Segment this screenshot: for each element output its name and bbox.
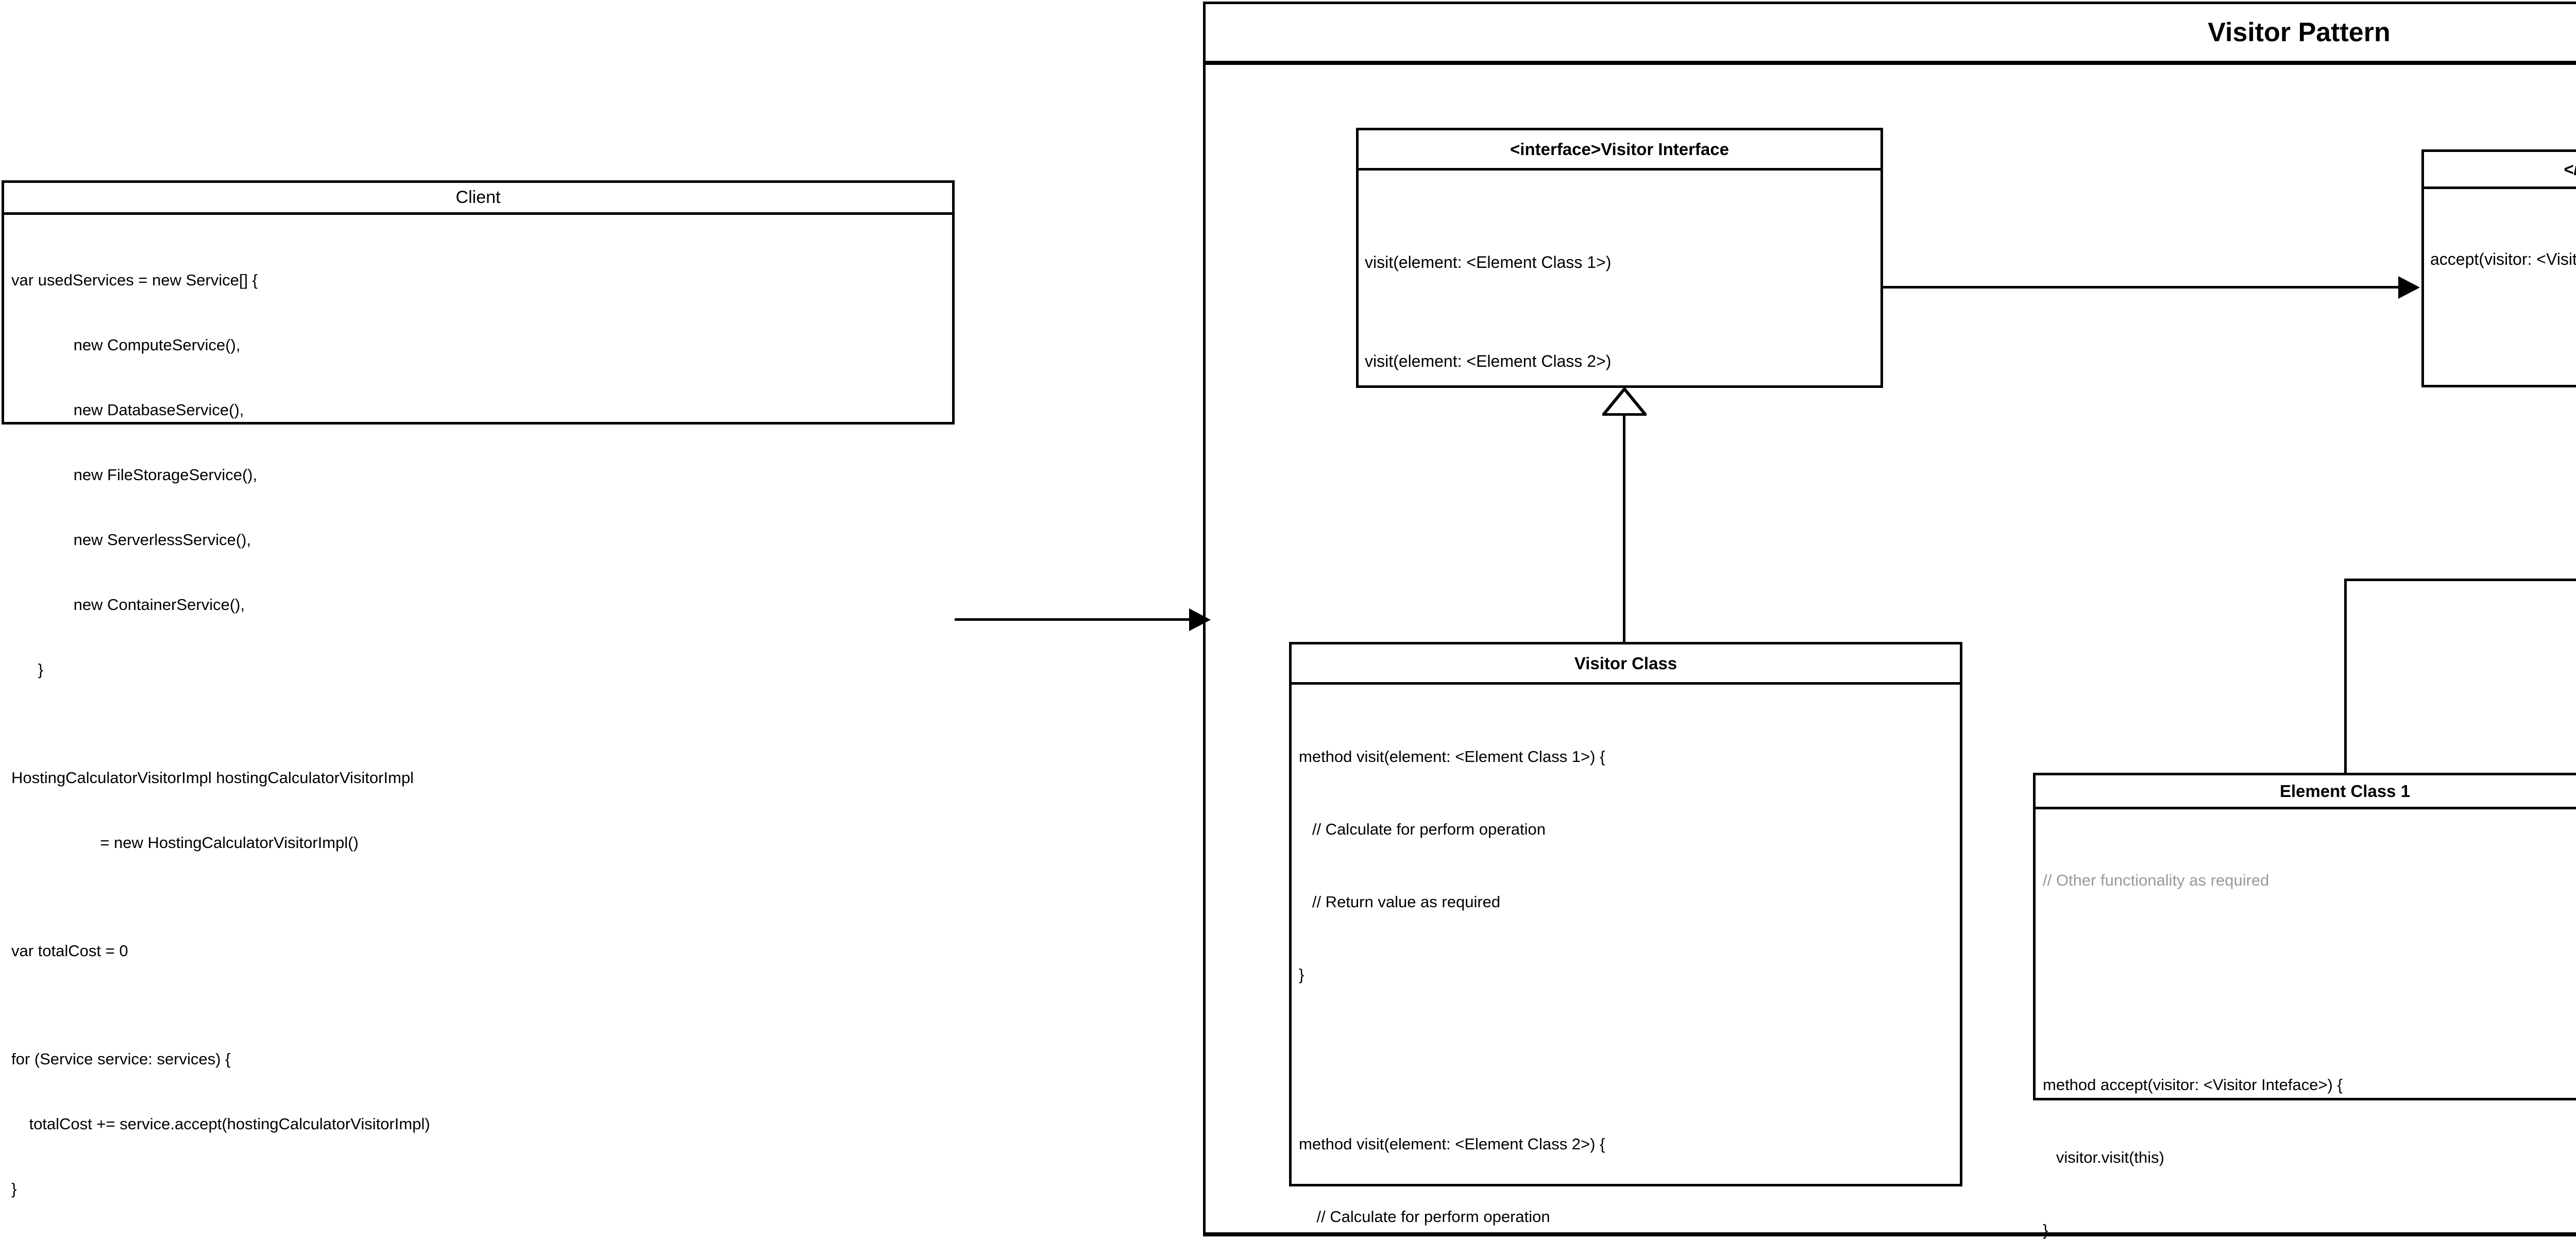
- visitor-interface-title: <interface>Visitor Interface: [1510, 139, 1729, 159]
- spacer: [2043, 1007, 2576, 1024]
- client-to-pattern-line: [955, 618, 1189, 621]
- visitor-class-title: Visitor Class: [1574, 653, 1677, 673]
- method-signature: visit(element: <Element Class 1>): [1365, 253, 1612, 271]
- code-line: // Return value as required: [1299, 893, 1501, 911]
- visitor-class-body: method visit(element: <Element Class 1>)…: [1292, 685, 1960, 1239]
- visitor-interface-body: visit(element: <Element Class 1>) visit(…: [1359, 171, 1880, 444]
- page-title: Visitor Pattern: [2208, 18, 2391, 47]
- visitor-generalization-stem: [1623, 412, 1625, 644]
- comment-line: // Other functionality as required: [2043, 871, 2269, 889]
- code-line: }: [2043, 1221, 2048, 1239]
- client-header: Client: [4, 183, 952, 215]
- element-interface-box[interactable]: <interface>Element Interface accept(visi…: [2421, 149, 2576, 387]
- code-line: }: [11, 1180, 17, 1198]
- code-line: new ComputeService(),: [11, 336, 241, 354]
- code-line: // Calculate for perform operation: [1299, 820, 1546, 838]
- visitor-interface-header: <interface>Visitor Interface: [1359, 130, 1880, 171]
- method-signature: accept(visitor: <Visitor Interface>): [2430, 250, 2576, 268]
- code-line: var totalCost = 0: [11, 942, 128, 960]
- element-interface-header: <interface>Element Interface: [2424, 152, 2576, 189]
- element-class-1-box[interactable]: Element Class 1 // Other functionality a…: [2033, 773, 2576, 1239]
- code-line: HostingCalculatorVisitorImpl hostingCalc…: [11, 769, 414, 787]
- code-line: new ServerlessService(),: [11, 531, 251, 549]
- code-line: for (Service service: services) {: [11, 1050, 231, 1068]
- visitor-to-element-interface-arrowhead: [2398, 276, 2420, 299]
- element-class-1-body: // Other functionality as required metho…: [2036, 809, 2576, 1239]
- client-to-pattern-arrowhead: [1189, 608, 1211, 631]
- code-line: method visit(element: <Element Class 2>)…: [1299, 1135, 1605, 1153]
- code-line: var usedServices = new Service[] {: [11, 271, 258, 289]
- code-line: = new HostingCalculatorVisitorImpl(): [11, 834, 359, 852]
- element-generalization-bus: [2344, 579, 2576, 581]
- code-line: visitor.visit(this): [2043, 1148, 2164, 1166]
- spacer: [2043, 941, 2576, 958]
- code-line: }: [1299, 965, 1304, 983]
- code-line: new ContainerService(),: [11, 596, 245, 614]
- client-title: Client: [455, 188, 501, 207]
- visitor-to-element-interface-line: [1883, 286, 2398, 288]
- element-interface-title: <interface>Element Interface: [2563, 159, 2576, 179]
- pattern-title-bar: Visitor Pattern: [1206, 4, 2576, 65]
- element-class-1-drop: [2344, 579, 2347, 774]
- element-class-1-title: Element Class 1: [2279, 781, 2411, 801]
- code-line: }: [11, 660, 44, 678]
- client-body: var usedServices = new Service[] { new C…: [4, 215, 952, 1239]
- code-line: new DatabaseService(),: [11, 401, 244, 419]
- client-class-box[interactable]: Client var usedServices = new Service[] …: [2, 180, 955, 1198]
- element-class-1-header: Element Class 1: [2036, 775, 2576, 809]
- code-line: // Calculate for perform operation: [1299, 1208, 1550, 1226]
- element-interface-body: accept(visitor: <Visitor Interface>): [2424, 189, 2576, 321]
- code-line: new FileStorageService(),: [11, 466, 258, 484]
- method-signature: visit(element: <Element Class 2>): [1365, 352, 1612, 370]
- code-line: totalCost += service.accept(hostingCalcu…: [11, 1115, 430, 1133]
- visitor-interface-box[interactable]: <interface>Visitor Interface visit(eleme…: [1356, 128, 1883, 388]
- code-line: method visit(element: <Element Class 1>)…: [1299, 748, 1605, 766]
- visitor-class-box[interactable]: Visitor Class method visit(element: <Ele…: [1289, 642, 1962, 1226]
- visitor-class-header: Visitor Class: [1292, 644, 1960, 685]
- code-line: method accept(visitor: <Visitor Inteface…: [2043, 1076, 2343, 1094]
